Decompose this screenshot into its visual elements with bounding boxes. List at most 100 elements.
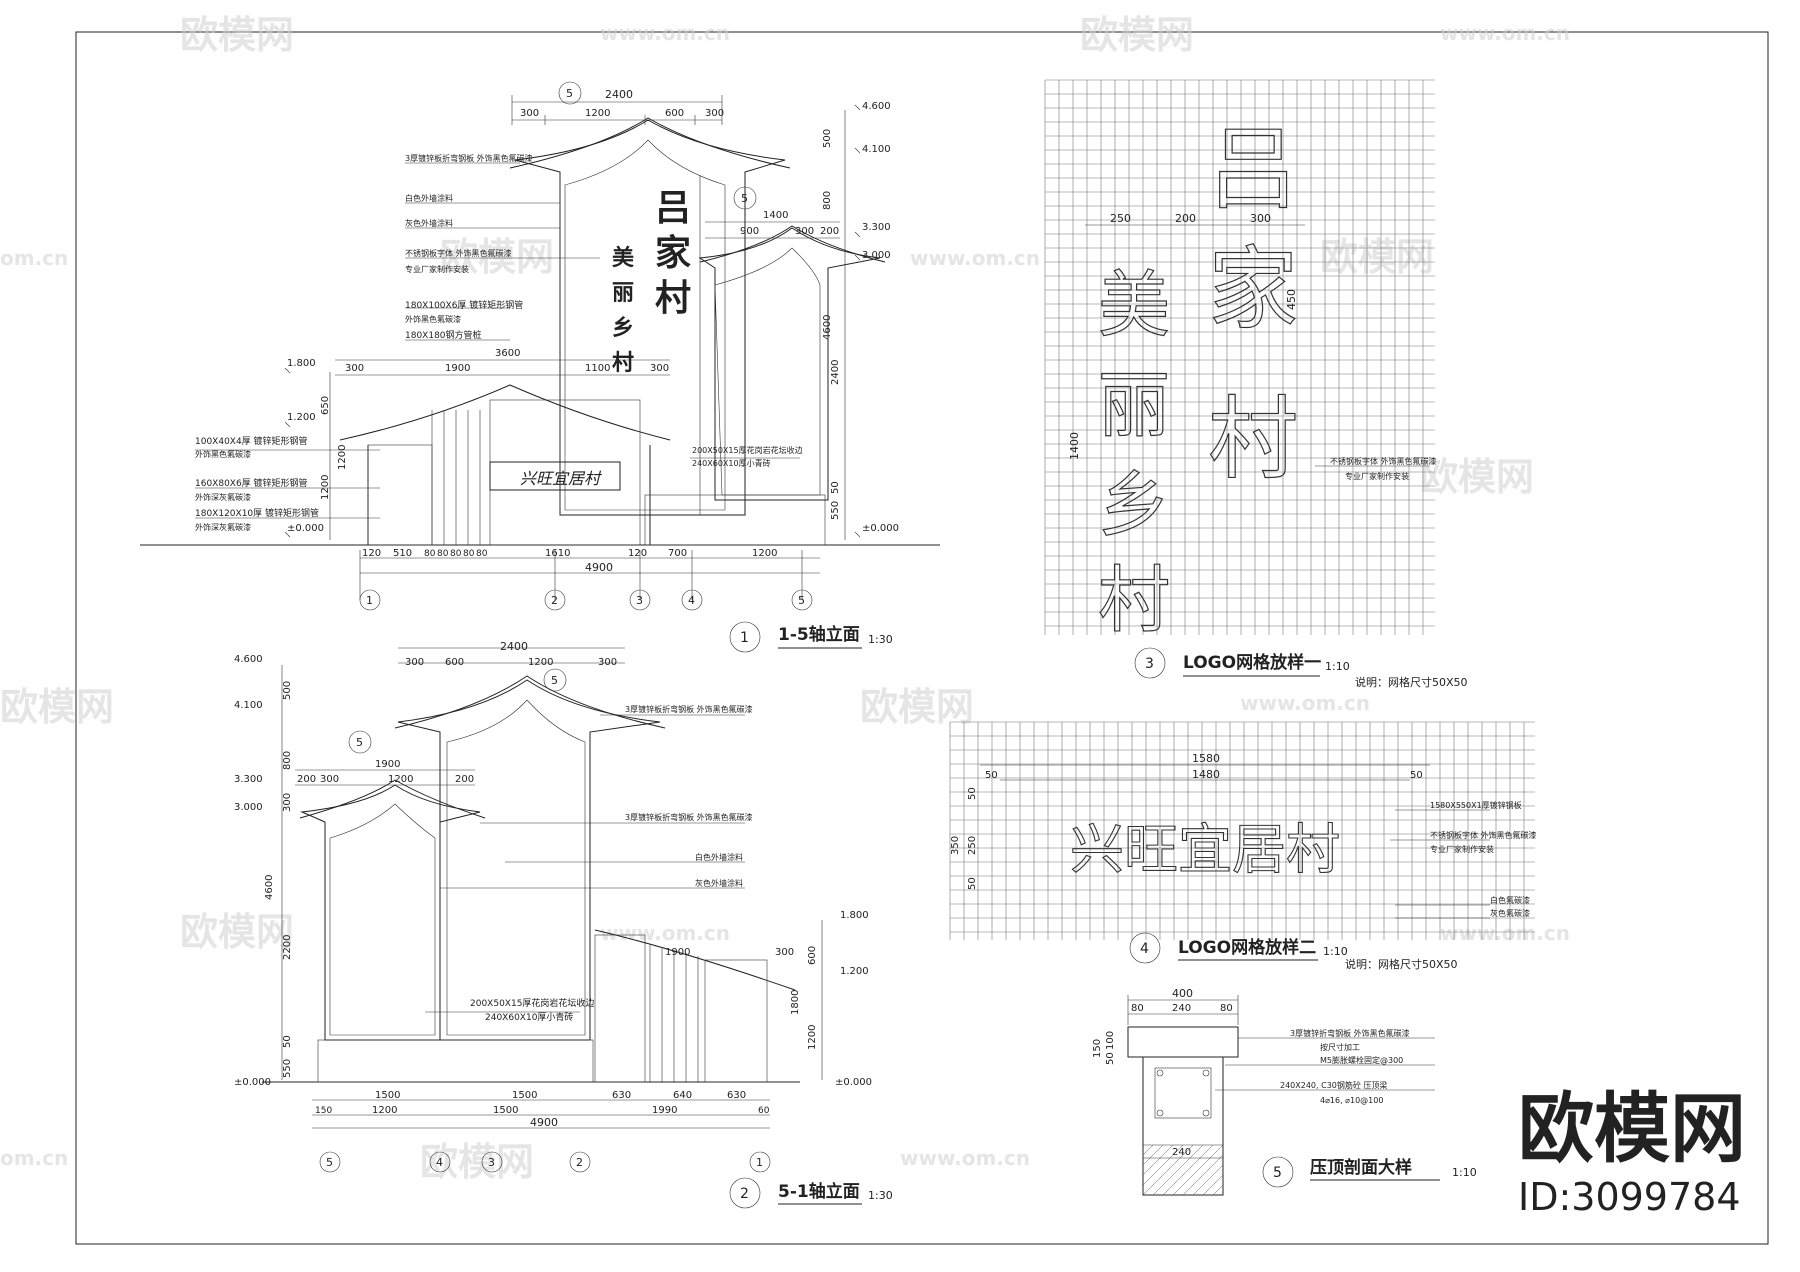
svg-text:1500: 1500 bbox=[512, 1090, 537, 1101]
svg-text:1.800: 1.800 bbox=[840, 910, 869, 921]
svg-text:3厚镀锌折弯钢板 外饰黑色氟碳漆: 3厚镀锌折弯钢板 外饰黑色氟碳漆 bbox=[1290, 1028, 1410, 1038]
svg-text:1-5轴立面: 1-5轴立面 bbox=[778, 624, 860, 645]
hatch-line bbox=[1172, 1145, 1223, 1195]
svg-text:www.om.cn: www.om.cn bbox=[910, 246, 1040, 270]
svg-text:按尺寸加工: 按尺寸加工 bbox=[1320, 1042, 1360, 1052]
svg-text:120: 120 bbox=[362, 548, 381, 559]
svg-text:1:10: 1:10 bbox=[1323, 945, 1348, 958]
svg-text:美: 美 bbox=[612, 245, 635, 271]
svg-text:白色外墙涂料: 白色外墙涂料 bbox=[695, 852, 743, 862]
svg-text:50: 50 bbox=[985, 770, 998, 781]
svg-text:4⌀16, ⌀10@100: 4⌀16, ⌀10@100 bbox=[1320, 1096, 1383, 1105]
svg-text:80: 80 bbox=[437, 549, 449, 559]
hatch-line bbox=[1162, 1145, 1214, 1195]
svg-text:1200: 1200 bbox=[337, 445, 348, 470]
svg-text:4: 4 bbox=[688, 594, 695, 607]
svg-text:150: 150 bbox=[1092, 1039, 1103, 1058]
hatch-line bbox=[1143, 1145, 1144, 1146]
svg-text:外饰深灰氟碳漆: 外饰深灰氟碳漆 bbox=[195, 492, 251, 502]
svg-text:4.600: 4.600 bbox=[862, 101, 891, 112]
svg-text:±0.000: ±0.000 bbox=[862, 523, 899, 534]
svg-text:3: 3 bbox=[1145, 656, 1154, 672]
svg-text:3600: 3600 bbox=[495, 348, 520, 359]
svg-text:1100: 1100 bbox=[585, 363, 610, 374]
svg-text:压顶剖面大样: 压顶剖面大样 bbox=[1310, 1157, 1412, 1178]
svg-text:4600: 4600 bbox=[264, 875, 275, 900]
svg-text:50: 50 bbox=[1410, 770, 1423, 781]
svg-text:630: 630 bbox=[612, 1090, 631, 1101]
svg-text:欧模网: 欧模网 bbox=[440, 235, 554, 279]
svg-text:1480: 1480 bbox=[1192, 768, 1220, 781]
svg-text:300: 300 bbox=[520, 108, 539, 119]
svg-text:1200: 1200 bbox=[807, 1025, 818, 1050]
svg-text:50: 50 bbox=[967, 787, 978, 800]
svg-text:100: 100 bbox=[1105, 1031, 1116, 1050]
coping-section-detail: 400 80 240 80 150 100 50 240 3厚镀锌折弯钢板 外饰… bbox=[1023, 987, 1477, 1196]
svg-text:1.800: 1.800 bbox=[287, 358, 316, 369]
svg-text:1200: 1200 bbox=[320, 475, 331, 500]
svg-text:3: 3 bbox=[488, 1156, 495, 1169]
hatch-line bbox=[1033, 1115, 1113, 1195]
svg-text:2: 2 bbox=[551, 594, 558, 607]
hatch-line bbox=[1143, 1145, 1164, 1166]
svg-text:400: 400 bbox=[1172, 987, 1193, 1000]
svg-text:300: 300 bbox=[345, 363, 364, 374]
svg-text:240: 240 bbox=[1172, 1147, 1191, 1158]
svg-text:1610: 1610 bbox=[545, 548, 570, 559]
svg-text:1200: 1200 bbox=[388, 774, 413, 785]
svg-text:1: 1 bbox=[366, 594, 373, 607]
svg-text:1200: 1200 bbox=[752, 548, 777, 559]
svg-text:om.cn: om.cn bbox=[0, 1146, 68, 1170]
svg-text:2400: 2400 bbox=[500, 640, 528, 653]
view-1-number bbox=[729, 621, 761, 653]
svg-text:灰色外墙涂料: 灰色外墙涂料 bbox=[695, 878, 743, 888]
svg-text:白色氟碳漆: 白色氟碳漆 bbox=[1490, 895, 1530, 905]
svg-text:160X80X6厚 镀锌矩形钢管: 160X80X6厚 镀锌矩形钢管 bbox=[195, 477, 308, 489]
svg-text:www.om.cn: www.om.cn bbox=[1440, 21, 1570, 45]
svg-text:村: 村 bbox=[1098, 558, 1170, 642]
svg-text:1: 1 bbox=[740, 630, 749, 646]
svg-text:240X60X10厚小青砖: 240X60X10厚小青砖 bbox=[692, 458, 771, 468]
svg-text:2400: 2400 bbox=[830, 360, 841, 385]
svg-text:1:30: 1:30 bbox=[868, 633, 893, 646]
svg-text:不锈钢板字体 外饰黑色氟碳漆: 不锈钢板字体 外饰黑色氟碳漆 bbox=[1330, 456, 1437, 466]
svg-text:www.om.cn: www.om.cn bbox=[1440, 921, 1570, 945]
svg-text:200X50X15厚花岗岩花坛收边: 200X50X15厚花岗岩花坛收边 bbox=[470, 997, 594, 1009]
hatch-line bbox=[1182, 1154, 1223, 1195]
svg-text:5: 5 bbox=[741, 192, 748, 205]
svg-text:5: 5 bbox=[356, 736, 363, 749]
svg-text:1580X550X1厚镀锌钢板: 1580X550X1厚镀锌钢板 bbox=[1430, 800, 1522, 810]
svg-text:om.cn: om.cn bbox=[0, 246, 68, 270]
svg-text:欧模网: 欧模网 bbox=[860, 685, 974, 729]
svg-text:1990: 1990 bbox=[652, 1105, 677, 1116]
svg-text:240X60X10厚小青砖: 240X60X10厚小青砖 bbox=[485, 1011, 573, 1023]
svg-text:1.200: 1.200 bbox=[287, 412, 316, 423]
svg-text:专业厂家制作安装: 专业厂家制作安装 bbox=[405, 264, 469, 274]
svg-text:600: 600 bbox=[665, 108, 684, 119]
sheet-frame bbox=[75, 31, 1769, 1245]
svg-text:www.om.cn: www.om.cn bbox=[600, 21, 730, 45]
svg-text:1400: 1400 bbox=[763, 210, 788, 221]
svg-text:兴旺宜居村: 兴旺宜居村 bbox=[520, 469, 602, 488]
svg-text:300: 300 bbox=[282, 793, 293, 812]
svg-text:吕: 吕 bbox=[1208, 117, 1298, 222]
svg-text:240: 240 bbox=[1172, 1003, 1191, 1014]
svg-text:1500: 1500 bbox=[493, 1105, 518, 1116]
svg-text:村: 村 bbox=[1208, 387, 1298, 492]
svg-text:欧模网: 欧模网 bbox=[180, 910, 294, 954]
hatch-line bbox=[1023, 1115, 1103, 1195]
svg-text:外饰黑色氟碳漆: 外饰黑色氟碳漆 bbox=[195, 449, 251, 459]
pavilion-roof bbox=[339, 384, 671, 441]
svg-text:640: 640 bbox=[673, 1090, 692, 1101]
svg-text:300: 300 bbox=[650, 363, 669, 374]
svg-text:80: 80 bbox=[424, 549, 436, 559]
svg-text:外饰黑色氟碳漆: 外饰黑色氟碳漆 bbox=[405, 314, 461, 324]
svg-text:100X40X4厚 镀锌矩形钢管: 100X40X4厚 镀锌矩形钢管 bbox=[195, 435, 308, 447]
brand-id: ID:3099784 bbox=[1518, 1175, 1741, 1219]
svg-text:欧模网: 欧模网 bbox=[0, 685, 114, 729]
svg-text:丽: 丽 bbox=[1098, 363, 1170, 447]
svg-text:www.om.cn: www.om.cn bbox=[1240, 691, 1370, 715]
svg-text:60: 60 bbox=[758, 1106, 770, 1116]
svg-text:200: 200 bbox=[1175, 212, 1196, 225]
svg-text:1:30: 1:30 bbox=[868, 1189, 893, 1202]
